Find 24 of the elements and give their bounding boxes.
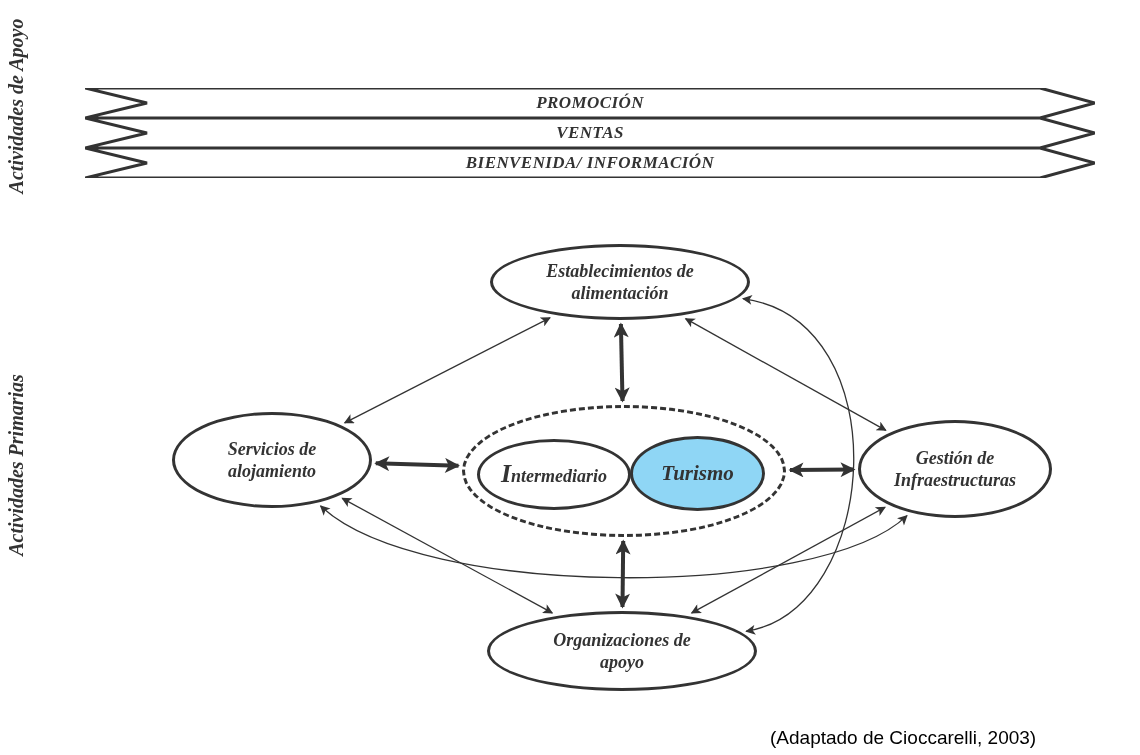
node-label: Gestión de Infraestructuras [892,446,1017,492]
arrow [788,462,856,478]
chevron-band [85,148,1095,178]
node-label: Turismo [660,460,735,487]
side-label: Actividades de Apoyo [3,18,29,194]
dashed-ellipse [462,405,786,537]
arrow [374,456,460,473]
caption: (Adaptado de Cioccarelli, 2003) [770,726,1037,750]
chevron-band [85,118,1095,148]
node-label: Intermediario [499,458,609,491]
node-label: PROMOCIÓN [536,92,644,114]
node-label: BIENVENIDA/ INFORMACIÓN [465,152,715,174]
arrow [615,539,631,609]
chevron-band [85,88,1095,118]
node-label: Organizaciones de apoyo [552,628,692,674]
node-label: Servicios de alojamiento [226,437,318,483]
arrow [613,322,630,403]
node-label: VENTAS [556,122,624,144]
side-label: Actividades Primarias [3,374,28,556]
node-label: Establecimientos de alimentación [545,259,695,305]
curved-arrow [319,505,908,579]
ellipse-node [630,436,765,511]
curved-arrow [742,296,855,634]
ellipse-node [477,439,631,510]
